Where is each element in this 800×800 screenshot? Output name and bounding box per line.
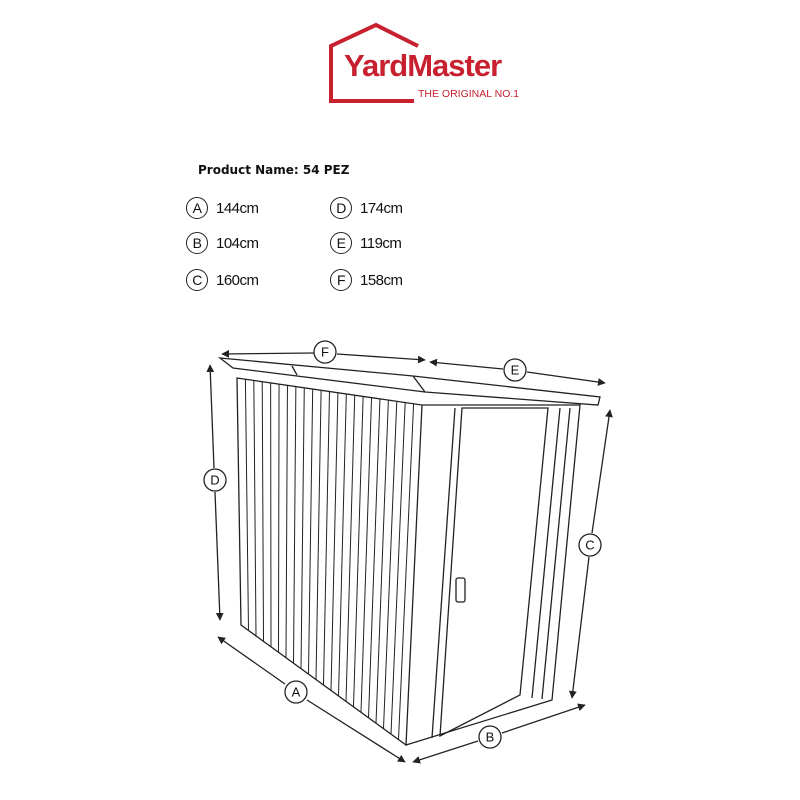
wall-rib: [353, 396, 364, 707]
letter-badge: C: [186, 269, 208, 291]
letter-badge: E: [330, 232, 352, 254]
dimension-a: A 144cm: [186, 197, 259, 219]
svg-text:B: B: [486, 730, 495, 745]
dimension-value: 160cm: [216, 271, 259, 289]
label-f: F: [313, 340, 337, 364]
svg-text:F: F: [321, 345, 329, 360]
wall-rib: [300, 387, 305, 669]
wall-rib: [368, 398, 381, 718]
label-c: C: [578, 533, 602, 557]
logo-brand: YardMaster: [344, 48, 502, 83]
wall-rib: [398, 403, 415, 740]
svg-text:C: C: [585, 538, 594, 553]
svg-text:D: D: [210, 473, 219, 488]
dimension-value: 119cm: [360, 234, 402, 252]
dimension-lines: [206, 350, 613, 764]
wall-rib: [375, 400, 389, 724]
shed-side-wall: [236, 377, 423, 747]
wall-rib: [293, 386, 297, 664]
wall-rib: [383, 401, 398, 729]
dimension-value: 104cm: [216, 234, 259, 252]
logo-tagline: THE ORIGINAL NO.1: [418, 88, 520, 100]
shed-front-wall: [405, 404, 581, 746]
label-b: B: [478, 725, 502, 749]
label-d: D: [203, 468, 227, 492]
wall-rib: [330, 392, 339, 691]
wall-rib: [285, 385, 288, 658]
wall-rib: [315, 390, 322, 680]
letter-badge: D: [330, 197, 352, 219]
wall-rib: [360, 397, 373, 713]
wall-rib: [308, 389, 314, 675]
wall-rib: [261, 381, 264, 642]
wall-rib: [390, 402, 406, 735]
letter-badge: F: [330, 269, 352, 291]
svg-text:A: A: [292, 685, 301, 700]
dimension-f: F 158cm: [330, 269, 403, 291]
yardmaster-logo-house-outline: [329, 22, 419, 103]
wall-rib: [278, 384, 280, 653]
wall-rib: [345, 395, 356, 702]
door-handle: [455, 577, 466, 603]
wall-rib: [338, 393, 347, 696]
dimension-value: 144cm: [216, 199, 259, 217]
dimension-c: C 160cm: [186, 269, 259, 291]
wall-rib: [323, 391, 330, 686]
dimension-e: E 119cm: [330, 232, 402, 254]
wall-rib: [244, 379, 249, 631]
letter-badge: B: [186, 232, 208, 254]
shed-roof: [217, 357, 601, 406]
dimension-d: D 174cm: [330, 197, 403, 219]
wall-rib: [253, 380, 257, 636]
dimension-value: 158cm: [360, 271, 403, 289]
letter-badge: A: [186, 197, 208, 219]
product-name: Product Name: 54 PEZ: [198, 163, 350, 177]
label-e: E: [503, 358, 527, 382]
label-a: A: [284, 680, 308, 704]
dimension-value: 174cm: [360, 199, 403, 217]
dimension-b: B 104cm: [186, 232, 259, 254]
svg-text:E: E: [511, 363, 520, 378]
